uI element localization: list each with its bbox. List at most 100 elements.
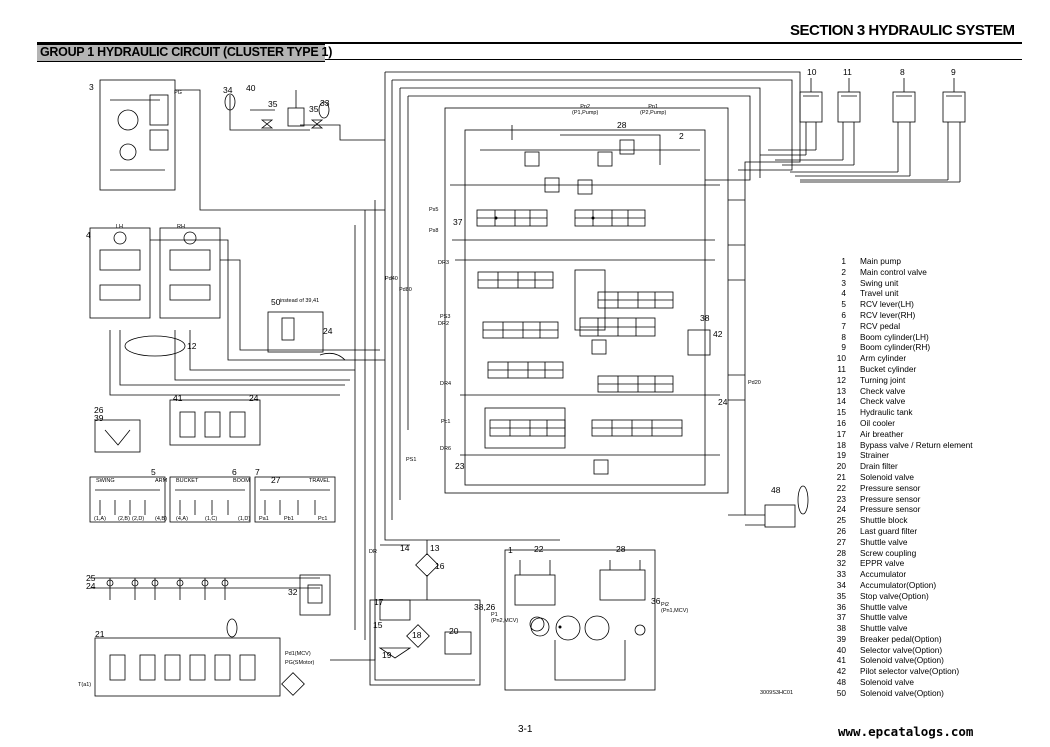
label-dr6: DR6 xyxy=(440,446,452,452)
legend-label: Hydraulic tank xyxy=(860,407,913,418)
group-rule xyxy=(325,59,1022,60)
label-ps5: Ps5 xyxy=(429,207,439,213)
legend-number: 13 xyxy=(836,385,846,396)
label-instead: instead of 39,41 xyxy=(280,298,320,304)
label-boom: BOOM xyxy=(233,478,250,484)
legend-label: Bypass valve / Return element xyxy=(860,439,973,450)
swing-unit-box xyxy=(99,79,176,191)
legend-label: Screw coupling xyxy=(860,547,917,558)
travel-unit-lh xyxy=(89,227,151,319)
legend-label: Selector valve(Option) xyxy=(860,644,943,655)
label-lh: LH xyxy=(116,224,124,230)
legend-item: 19 Strainer xyxy=(828,450,1028,461)
callout-37: 37 xyxy=(453,217,463,227)
label-arm-a: (2,B) xyxy=(118,516,130,522)
legend-label: Pressure sensor xyxy=(860,493,921,504)
callout-7: 7 xyxy=(255,467,260,477)
travel-unit-rh xyxy=(159,227,221,319)
legend-number: 24 xyxy=(836,504,846,515)
label-boom-a: (1,C) xyxy=(205,516,218,522)
group-title-bar xyxy=(37,44,325,62)
legend-label: Check valve xyxy=(860,396,906,407)
label-pd1: Pd1(MCV) xyxy=(285,651,311,657)
legend-label: Turning joint xyxy=(860,374,906,385)
callout-15: 15 xyxy=(373,620,383,630)
label-dr4: DR4 xyxy=(440,381,452,387)
legend-number: 2 xyxy=(841,266,846,277)
legend-label: Last guard filter xyxy=(860,525,918,536)
callout-24a: 24 xyxy=(323,326,333,336)
legend-label: Breaker pedal(Option) xyxy=(860,633,942,644)
turning-joint xyxy=(124,335,186,357)
header-rule xyxy=(37,42,1022,44)
callout-8: 8 xyxy=(900,67,905,77)
legend-label: Main pump xyxy=(860,256,902,266)
callout-24c: 24 xyxy=(718,397,728,407)
label-pg: PG xyxy=(174,90,182,96)
legend-number: 3 xyxy=(841,277,846,288)
callout-10: 10 xyxy=(807,67,817,77)
legend-label: Bucket cylinder xyxy=(860,363,917,374)
legend-label: Oil cooler xyxy=(860,417,896,428)
callout-11: 11 xyxy=(843,67,852,77)
callout-24b: 24 xyxy=(249,393,259,403)
group-title: GROUP 1 HYDRAULIC CIRCUIT (CLUSTER TYPE … xyxy=(40,45,333,59)
label-ps1: PS1 xyxy=(406,457,417,463)
legend-number: 23 xyxy=(836,493,846,504)
legend-number: 42 xyxy=(836,666,846,677)
label-arm: ARM xyxy=(155,478,168,484)
callout-27: 27 xyxy=(271,475,281,485)
label-bkt-a: (4,B) xyxy=(155,516,167,522)
callout-5: 5 xyxy=(151,467,156,477)
label-pc1: Pc1 xyxy=(441,419,451,425)
callout-18: 18 xyxy=(412,630,422,640)
legend-label: Air breather xyxy=(860,428,904,439)
label-p1-mcv: P1 (Pn2,MCV) xyxy=(491,612,519,624)
label-bkt-b: (4,A) xyxy=(176,516,188,522)
label-swing-a: (1,A) xyxy=(94,516,106,522)
legend-number: 19 xyxy=(836,450,846,461)
callout-1: 1 xyxy=(508,545,513,555)
callout-23: 23 xyxy=(455,461,465,471)
legend-label: Pilot selector valve(Option) xyxy=(860,666,960,677)
legend-label: Shuttle valve xyxy=(860,601,908,612)
legend-number: 22 xyxy=(836,482,846,493)
label-rh: RH xyxy=(177,224,185,230)
rcv-pedal xyxy=(254,476,336,523)
legend-label: Strainer xyxy=(860,450,890,461)
label-p2-mcv: Pi2 (Pn1,MCV) xyxy=(661,602,689,614)
callout-12: 12 xyxy=(187,341,197,351)
legend-number: 27 xyxy=(836,536,846,547)
label-pc1b: Pc1 xyxy=(318,516,328,522)
legend-label: EPPR valve xyxy=(860,558,905,569)
callout-35a: 35 xyxy=(268,99,278,109)
label-pg-smotor: PG(SMotor) xyxy=(285,660,315,666)
legend-number: 37 xyxy=(836,612,846,623)
label-pd40: Pd40 xyxy=(385,276,398,282)
legend-label: Solenoid valve xyxy=(860,471,914,482)
legend-number: 10 xyxy=(836,353,846,364)
legend-label: RCV pedal xyxy=(860,320,901,331)
legend-label: Boom cylinder(LH) xyxy=(860,331,929,342)
